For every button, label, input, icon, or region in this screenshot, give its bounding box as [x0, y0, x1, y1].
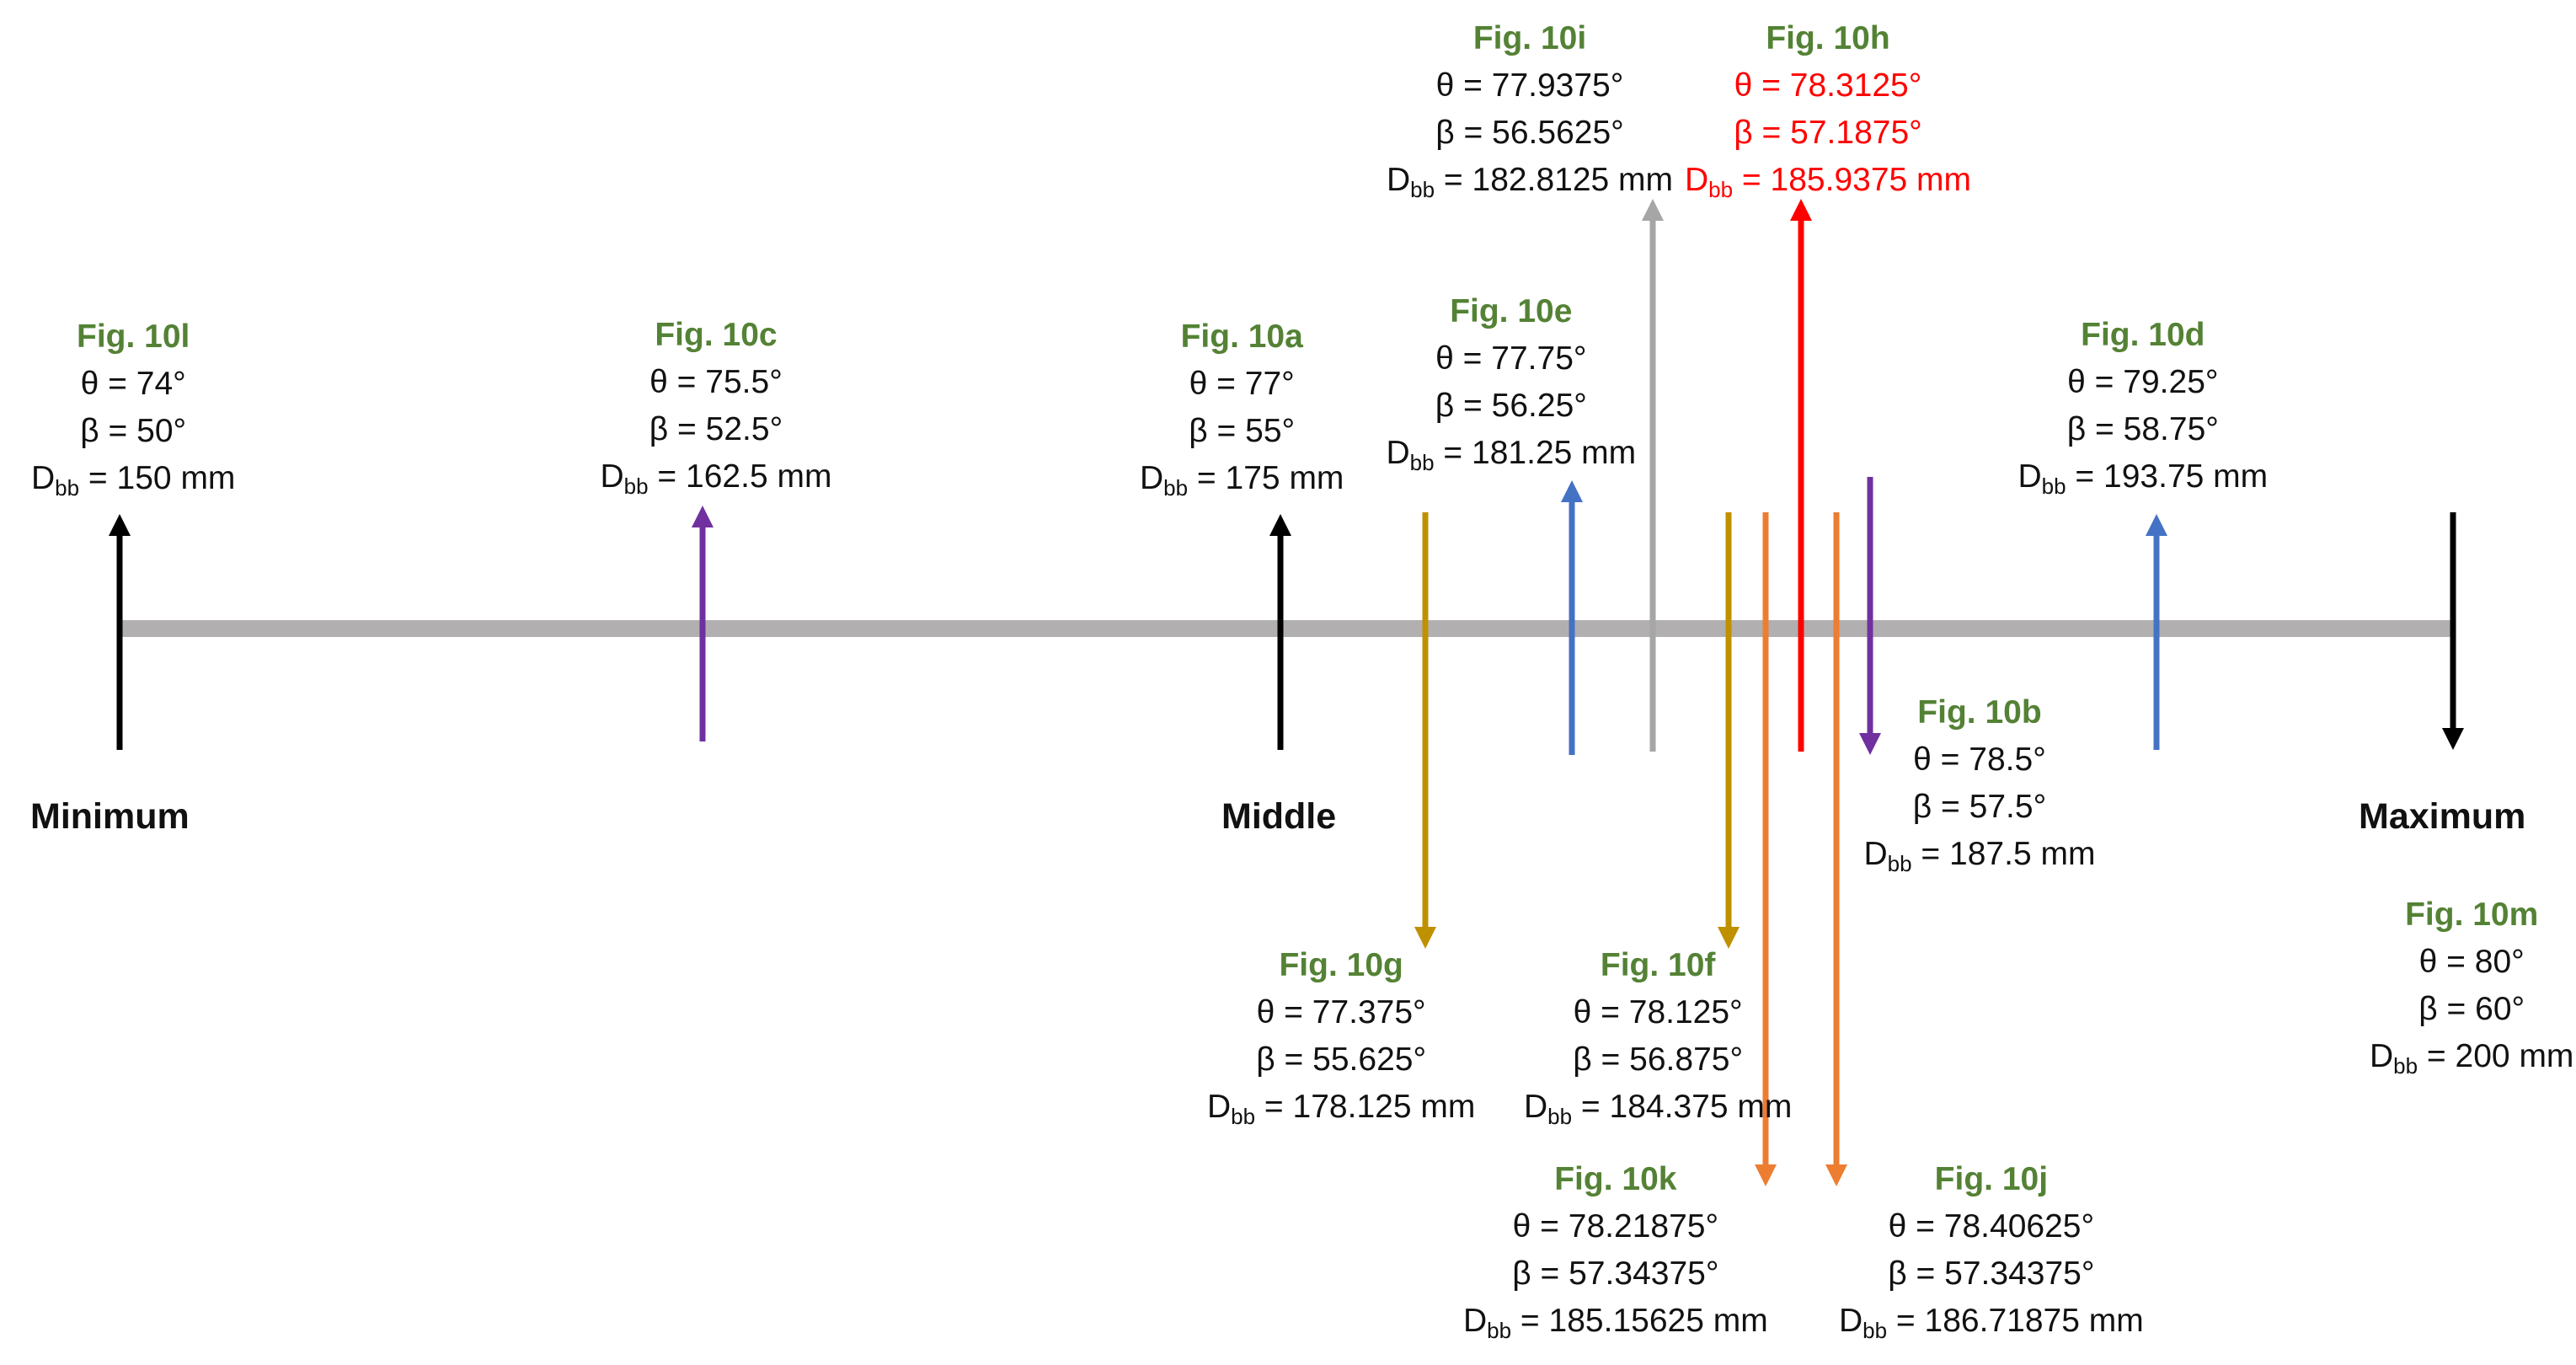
label-fig-10m: Fig. 10m θ = 80° β = 60° Dbb = 200 mm [2370, 897, 2574, 1079]
arrow-fig-10m [2442, 512, 2464, 750]
minimum-label: Minimum [30, 796, 190, 837]
middle-label: Middle [1221, 796, 1337, 837]
label-fig-10g: Fig. 10g θ = 77.375° β = 55.625° Dbb = 1… [1207, 947, 1476, 1129]
arrow-head [1790, 199, 1812, 221]
arrow-fig-10l [109, 514, 131, 750]
arrow-fig-10j [1825, 512, 1847, 1186]
label-fig-10h: Fig. 10h θ = 78.3125° β = 57.1875° Dbb =… [1685, 20, 1972, 202]
label-fig-10d: Fig. 10d θ = 79.25° β = 58.75° Dbb = 193… [2018, 317, 2269, 499]
arrow-head [2442, 728, 2464, 750]
arrow-head [1755, 1164, 1777, 1186]
arrow-head [1825, 1164, 1847, 1186]
maximum-label: Maximum [2359, 796, 2526, 837]
arrow-head [2146, 514, 2167, 536]
arrow-head [1642, 199, 1664, 221]
arrow-head [109, 514, 131, 536]
label-fig-10c: Fig. 10c θ = 75.5° β = 52.5° Dbb = 162.5… [600, 317, 832, 499]
label-fig-10b: Fig. 10b θ = 78.5° β = 57.5° Dbb = 187.5… [1863, 694, 2096, 876]
arrow-fig-10k [1755, 512, 1777, 1186]
label-fig-10k: Fig. 10k θ = 78.21875° β = 57.34375° Dbb… [1463, 1161, 1768, 1343]
label-fig-10l: Fig. 10l θ = 74° β = 50° Dbb = 150 mm [31, 318, 236, 500]
arrow-fig-10d [2146, 514, 2167, 750]
arrow-fig-10h [1790, 199, 1812, 752]
arrow-head [1561, 480, 1583, 502]
arrow-fig-10i [1642, 199, 1664, 752]
label-fig-10f: Fig. 10f θ = 78.125° β = 56.875° Dbb = 1… [1524, 947, 1793, 1129]
arrow-fig-10g [1414, 512, 1436, 949]
arrow-fig-10f [1718, 512, 1740, 949]
label-fig-10e: Fig. 10e θ = 77.75° β = 56.25° Dbb = 181… [1386, 293, 1637, 475]
arrow-head [1859, 733, 1881, 755]
arrow-head [1718, 927, 1740, 949]
arrow-fig-10a [1269, 514, 1291, 750]
arrow-fig-10c [692, 506, 713, 741]
arrow-head [1269, 514, 1291, 536]
label-fig-10a: Fig. 10a θ = 77° β = 55° Dbb = 175 mm [1140, 318, 1344, 500]
label-fig-10i: Fig. 10i θ = 77.9375° β = 56.5625° Dbb =… [1387, 20, 1674, 202]
arrow-head [692, 506, 713, 527]
label-fig-10j: Fig. 10j θ = 78.40625° β = 57.34375° Dbb… [1839, 1161, 2144, 1343]
arrow-head [1414, 927, 1436, 949]
arrow-fig-10e [1561, 480, 1583, 755]
arrow-fig-10b [1859, 477, 1881, 755]
